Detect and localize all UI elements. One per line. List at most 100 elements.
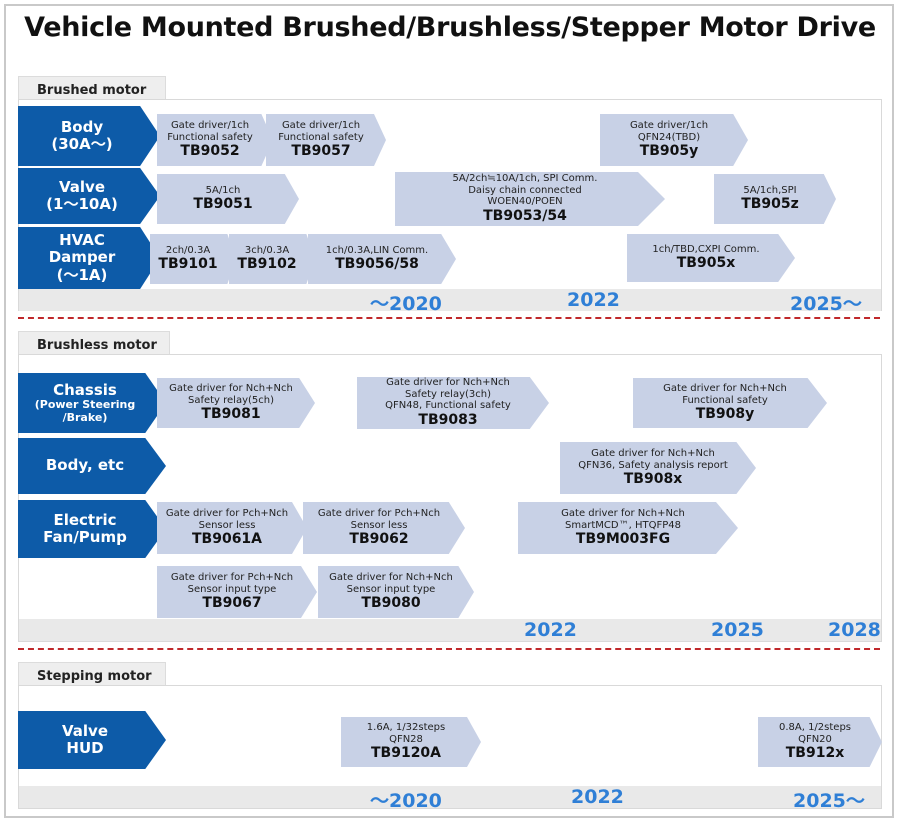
product-desc: Gate driver for Pch+Nch: [317, 508, 441, 520]
product-tb9061a: Gate driver for Pch+Nch Sensor less TB90…: [157, 502, 307, 554]
product-part-number: TB9067: [202, 595, 262, 612]
year-label: ～2020: [370, 790, 442, 812]
page-title: Vehicle Mounted Brushed/Brushless/Steppe…: [24, 12, 876, 43]
product-tb905x: 1ch/TBD,CXPI Comm. TB905x: [627, 234, 795, 282]
product-desc: QFN36, Safety analysis report: [578, 459, 728, 471]
timeline-bar-brushless: [19, 619, 881, 641]
product-part-number: TB9062: [349, 531, 409, 548]
category-label: Valve: [58, 177, 105, 196]
product-desc: Gate driver for Nch+Nch: [169, 383, 293, 395]
product-part-number: TB912x: [785, 745, 845, 762]
product-desc: Gate driver/1ch: [170, 120, 250, 132]
section-label-stepping: Stepping motor: [18, 662, 166, 686]
product-desc: Gate driver for Pch+Nch: [165, 508, 289, 520]
category-hvac-damper: HVAC Damper (～1A): [18, 227, 160, 289]
product-desc: Sensor less: [198, 519, 256, 531]
section-label-brushed: Brushed motor: [18, 76, 166, 100]
product-part-number: TB9120A: [370, 745, 442, 762]
year-label: ～2020: [370, 293, 442, 315]
product-tb9102: 3ch/0.3A TB9102: [229, 234, 315, 284]
category-label: Valve: [61, 721, 108, 740]
product-tb9081: Gate driver for Nch+Nch Safety relay(5ch…: [157, 378, 315, 428]
product-desc: WOEN40/POEN: [487, 196, 563, 208]
product-desc: Sensor less: [350, 519, 408, 531]
category-label: (1～10A): [46, 195, 118, 213]
product-tb905y: Gate driver/1ch QFN24(TBD) TB905y: [600, 114, 748, 166]
product-tb9120a: 1.6A, 1/32steps QFN28 TB9120A: [341, 717, 481, 767]
category-label: Electric: [53, 510, 117, 529]
product-desc: 5A/2ch≒10A/1ch, SPI Comm.: [452, 173, 598, 185]
product-part-number: TB905x: [676, 255, 736, 272]
product-desc: 5A/1ch,SPI: [743, 184, 797, 196]
category-label: Body: [60, 117, 104, 136]
year-label: 2025: [711, 619, 764, 641]
product-part-number: TB9083: [418, 411, 478, 428]
product-tb905z: 5A/1ch,SPI TB905z: [714, 174, 836, 224]
product-desc: Gate driver for Nch+Nch: [386, 377, 510, 389]
section-divider: [18, 648, 880, 650]
product-tb908x: Gate driver for Nch+Nch QFN36, Safety an…: [560, 442, 756, 494]
product-desc: Sensor input type: [346, 583, 436, 595]
product-part-number: TB9081: [201, 406, 261, 423]
category-label: (Power Steering: [34, 397, 136, 411]
category-label: Fan/Pump: [43, 528, 127, 546]
product-tb9101: 2ch/0.3A TB9101: [150, 234, 236, 284]
product-desc: Gate driver for Nch+Nch: [561, 508, 685, 520]
product-part-number: TB9080: [361, 595, 421, 612]
product-part-number: TB9056/58: [335, 256, 419, 273]
product-tb912x: 0.8A, 1/2steps QFN20 TB912x: [758, 717, 882, 767]
product-tb9057: Gate driver/1ch Functional safety TB9057: [266, 114, 386, 166]
section-label-brushless: Brushless motor: [18, 331, 170, 355]
product-part-number: TB9M003FG: [575, 531, 671, 548]
category-valve: Valve (1～10A): [18, 168, 160, 224]
year-label: 2022: [524, 619, 577, 641]
product-part-number: TB9061A: [191, 531, 263, 548]
product-desc: Sensor input type: [187, 583, 277, 595]
product-part-number: TB9053/54: [483, 207, 567, 224]
product-desc: Gate driver for Nch+Nch: [663, 383, 787, 395]
product-desc: QFN20: [798, 733, 832, 745]
product-desc: SmartMCD™, HTQFP48: [565, 519, 681, 531]
product-desc: Gate driver/1ch: [281, 120, 361, 132]
product-desc: Gate driver for Nch+Nch: [591, 448, 715, 460]
year-label: 2022: [567, 289, 620, 311]
product-desc: QFN48, Functional safety: [385, 400, 511, 412]
product-desc: Gate driver/1ch: [629, 120, 709, 132]
product-desc: Safety relay(5ch): [187, 394, 275, 406]
diagram-frame: [4, 4, 894, 818]
product-part-number: TB9101: [158, 256, 218, 273]
product-desc: 1ch/TBD,CXPI Comm.: [652, 243, 760, 255]
product-part-number: TB905z: [741, 196, 799, 213]
product-tb9080: Gate driver for Nch+Nch Sensor input typ…: [318, 566, 474, 618]
product-desc: 1.6A, 1/32steps: [366, 722, 446, 734]
product-part-number: TB9057: [291, 143, 351, 160]
product-tb9062: Gate driver for Pch+Nch Sensor less TB90…: [303, 502, 465, 554]
product-desc: Functional safety: [682, 394, 768, 406]
product-tb9053-54: 5A/2ch≒10A/1ch, SPI Comm. Daisy chain co…: [395, 172, 665, 226]
timeline-bar-stepping: [19, 786, 881, 808]
category-label: Body, etc: [45, 456, 125, 475]
category-label: HVAC: [59, 231, 105, 250]
category-label: (30A～): [51, 135, 113, 153]
category-label: Chassis: [53, 380, 117, 399]
section-divider: [18, 317, 880, 319]
product-tb9056-58: 1ch/0.3A,LIN Comm. TB9056/58: [308, 234, 456, 284]
category-chassis: Chassis (Power Steering /Brake): [18, 373, 166, 433]
product-desc: 3ch/0.3A: [244, 244, 290, 256]
product-part-number: TB908x: [623, 471, 683, 488]
year-label: 2025～: [793, 790, 865, 812]
product-desc: Gate driver for Pch+Nch: [170, 572, 294, 584]
product-desc: 2ch/0.3A: [165, 244, 211, 256]
product-desc: 1ch/0.3A,LIN Comm.: [325, 244, 429, 256]
product-part-number: TB908y: [695, 406, 755, 423]
product-desc: 0.8A, 1/2steps: [778, 722, 852, 734]
year-label: 2022: [571, 786, 624, 808]
product-part-number: TB9051: [193, 196, 253, 213]
category-valve-hud: Valve HUD: [18, 711, 166, 769]
product-tb9052: Gate driver/1ch Functional safety TB9052: [157, 114, 273, 166]
product-tb908y: Gate driver for Nch+Nch Functional safet…: [633, 378, 827, 428]
product-part-number: TB9052: [180, 143, 240, 160]
category-body-etc: Body, etc: [18, 438, 166, 494]
timeline-bar-brushed: [19, 289, 881, 311]
product-desc: QFN28: [389, 733, 423, 745]
